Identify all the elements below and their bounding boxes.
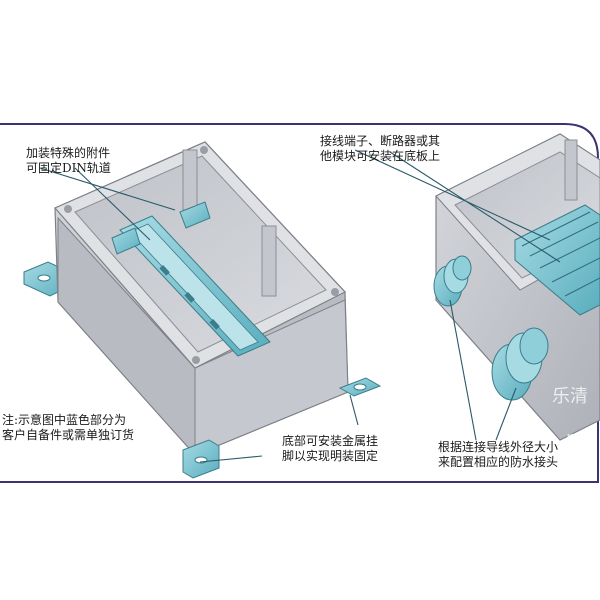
leader-lines [39, 149, 561, 463]
mounting-foot-right [338, 377, 382, 397]
din-rail-note-line1: 加装特殊的附件 [26, 146, 111, 160]
watermark-text: 乐清 [552, 386, 588, 407]
din-rail-note-line2: 可固定DIN轨道 [26, 161, 111, 175]
mount-note-line2: 脚以实现明装固定 [282, 449, 379, 463]
left-enclosure [23, 141, 382, 479]
gland-note-line2: 来配置相应的防水接头 [438, 455, 559, 469]
mount-note-line1: 底部可安装金属挂 [282, 434, 379, 448]
terminal-note-line2: 他模块可安装在底板上 [320, 149, 441, 163]
gland-note: 根据连接导线外径大小 来配置相应的防水接头 [438, 440, 558, 470]
terminal-note-line1: 接线端子、断路器或其 [320, 134, 441, 148]
terminal-note: 接线端子、断路器或其 他模块可安装在底板上 [320, 134, 440, 164]
blue-parts-note-line2: 客户自备件或需单独订货 [2, 428, 135, 442]
din-rail [119, 215, 271, 357]
watermark-text-2: pc [566, 428, 588, 449]
gland-note-line1: 根据连接导线外径大小 [438, 440, 559, 454]
cable-gland-lower [491, 327, 549, 401]
blue-parts-note: 注:示意图中蓝色部分为 客户自备件或需单独订货 [2, 413, 134, 443]
mount-note: 底部可安装金属挂 脚以实现明装固定 [282, 434, 378, 464]
cable-gland-upper [433, 255, 472, 307]
din-rail-note: 加装特殊的附件 可固定DIN轨道 [26, 146, 111, 176]
blue-parts-note-line1: 注:示意图中蓝色部分为 [2, 413, 127, 427]
